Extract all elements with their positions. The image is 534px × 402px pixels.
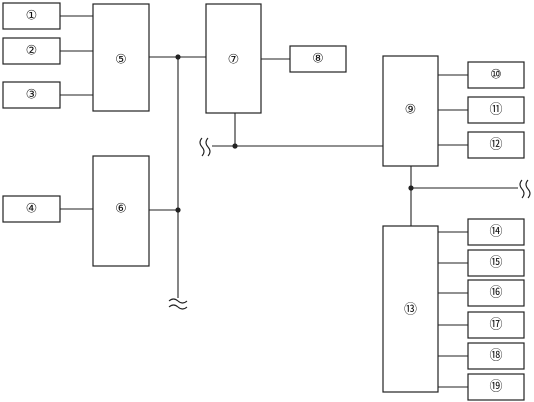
blocks: ① ② ③ ④ ⑤ ⑥ ⑦ ⑧ xyxy=(2,2,525,401)
block-3: ③ xyxy=(2,81,61,109)
block-4: ④ xyxy=(2,195,61,223)
junction-9-13 xyxy=(408,185,414,191)
junctions xyxy=(175,54,414,213)
break-symbol-horizontal-bus xyxy=(199,137,211,157)
block-7-label: ⑦ xyxy=(228,53,240,68)
block-15-label: ⑮ xyxy=(489,256,502,271)
block-16-label: ⑯ xyxy=(489,286,502,301)
block-12-label: ⑫ xyxy=(489,138,502,153)
junction-5-7 xyxy=(175,54,181,60)
block-14: ⑭ xyxy=(467,218,525,246)
break-symbol-left-bus xyxy=(168,298,188,310)
block-10-label: ⑩ xyxy=(490,68,502,83)
block-15: ⑮ xyxy=(467,249,525,277)
block-4-label: ④ xyxy=(26,202,38,217)
block-12: ⑫ xyxy=(467,131,525,159)
block-5-label: ⑤ xyxy=(115,53,127,68)
junction-7-bus xyxy=(232,143,238,149)
block-8: ⑧ xyxy=(289,45,347,73)
block-6: ⑥ xyxy=(92,155,150,267)
block-17-label: ⑰ xyxy=(489,318,502,333)
block-1: ① xyxy=(2,2,61,30)
block-18: ⑱ xyxy=(467,342,525,370)
block-9-label: ⑨ xyxy=(405,103,417,118)
block-11-label: ⑪ xyxy=(489,103,502,118)
block-2-label: ② xyxy=(26,44,38,59)
block-16: ⑯ xyxy=(467,279,525,307)
block-7: ⑦ xyxy=(205,3,262,114)
block-18-label: ⑱ xyxy=(489,349,502,364)
block-13: ⑬ xyxy=(382,225,439,393)
junction-6-bus xyxy=(175,207,181,213)
block-5: ⑤ xyxy=(92,3,150,112)
block-9: ⑨ xyxy=(382,55,439,167)
block-10: ⑩ xyxy=(467,61,525,89)
wires xyxy=(60,15,518,388)
block-8-label: ⑧ xyxy=(312,52,324,67)
block-11: ⑪ xyxy=(467,96,525,124)
block-19: ⑲ xyxy=(467,373,525,401)
block-14-label: ⑭ xyxy=(489,225,502,240)
block-1-label: ① xyxy=(26,9,38,24)
break-symbols xyxy=(168,137,531,310)
block-6-label: ⑥ xyxy=(115,202,127,217)
block-2: ② xyxy=(2,37,61,65)
block-13-label: ⑬ xyxy=(404,303,417,318)
block-3-label: ③ xyxy=(26,88,38,103)
break-symbol-right-branch xyxy=(519,179,531,199)
block-19-label: ⑲ xyxy=(489,380,502,395)
block-17: ⑰ xyxy=(467,311,525,339)
